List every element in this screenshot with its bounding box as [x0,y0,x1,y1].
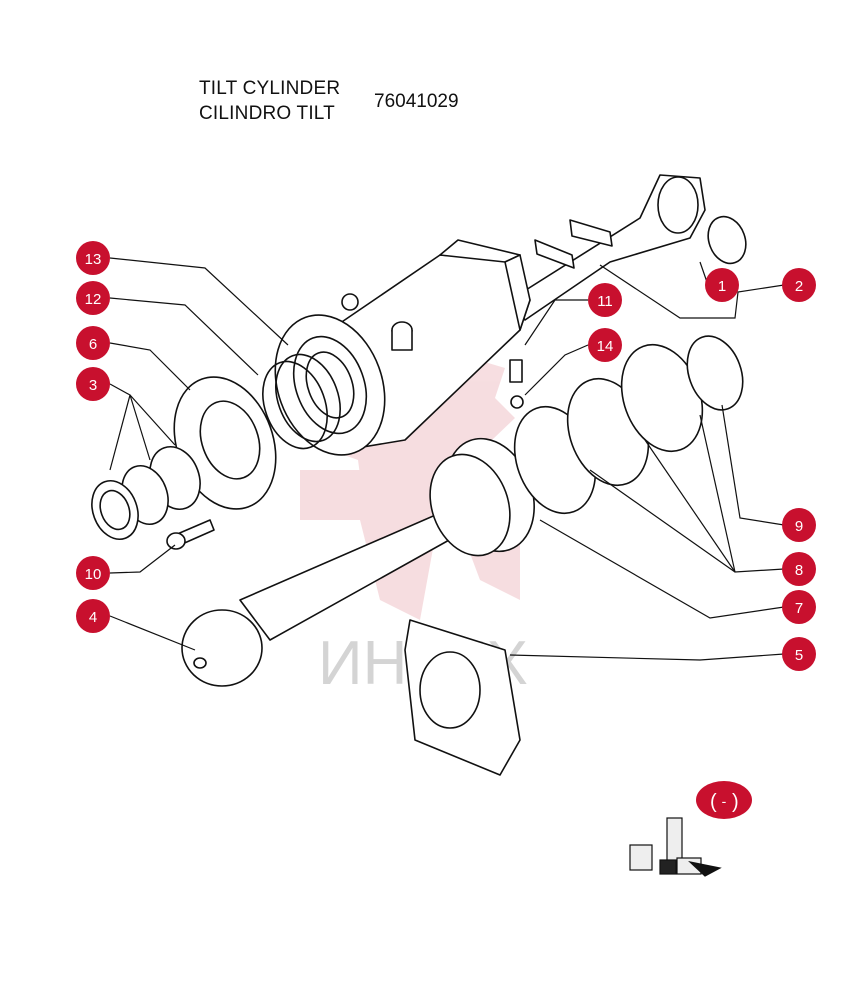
callout-9-label: 9 [795,518,803,535]
callout-12: 12 [76,281,110,315]
title-english: TILT CYLINDER [199,78,341,99]
callout-14-label: 14 [597,338,614,355]
callout-10-label: 10 [85,566,102,583]
callout-2: 2 [782,268,816,302]
callout-9: 9 [782,508,816,542]
callout-10: 10 [76,556,110,590]
rod-eye-arm [509,174,706,321]
kit-badge: ( ) - [696,781,752,819]
callout-1: 1 [705,268,739,302]
callout-11: 11 [588,283,622,317]
grub-screw-11 [509,359,523,383]
callout-8-label: 8 [795,562,803,579]
callout-12-label: 12 [85,291,102,308]
callout-7: 7 [782,590,816,624]
ball-14 [510,395,524,409]
callout-4-label: 4 [89,609,97,626]
callout-3-label: 3 [89,377,97,394]
barrel-head-flange [274,314,386,456]
ring-9 [686,335,744,411]
parts-kit-icon [629,817,722,877]
callout-5: 5 [782,637,816,671]
callout-6-label: 6 [89,336,97,353]
ring-1 [707,215,747,265]
leader-lines [109,257,785,661]
screw-10 [166,519,215,550]
seal-set-3 [91,446,201,540]
callout-3: 3 [76,367,110,401]
callout-13-label: 13 [85,251,102,268]
callout-11-label: 11 [597,293,613,310]
svg-text:(: ( [710,791,717,813]
callout-8: 8 [782,552,816,586]
svg-text:): ) [732,791,739,813]
callout-4: 4 [76,599,110,633]
callout-13: 13 [76,241,110,275]
piston-7 [429,437,535,557]
title-italian: CILINDRO TILT [199,103,335,124]
callout-14: 14 [588,328,622,362]
callout-5-label: 5 [795,647,803,664]
seal-set-8 [513,343,704,515]
callout-group: 13 12 6 3 10 4 11 14 1 2 9 8 7 5 [76,241,816,671]
part-number: 76041029 [374,91,459,112]
callout-1-label: 1 [718,278,726,295]
callout-2-label: 2 [795,278,803,295]
base-block-5 [404,619,521,776]
kit-badge-label: - [722,793,727,809]
callout-6: 6 [76,326,110,360]
o-rings-12-13 [262,353,341,450]
callout-7-label: 7 [795,600,803,617]
